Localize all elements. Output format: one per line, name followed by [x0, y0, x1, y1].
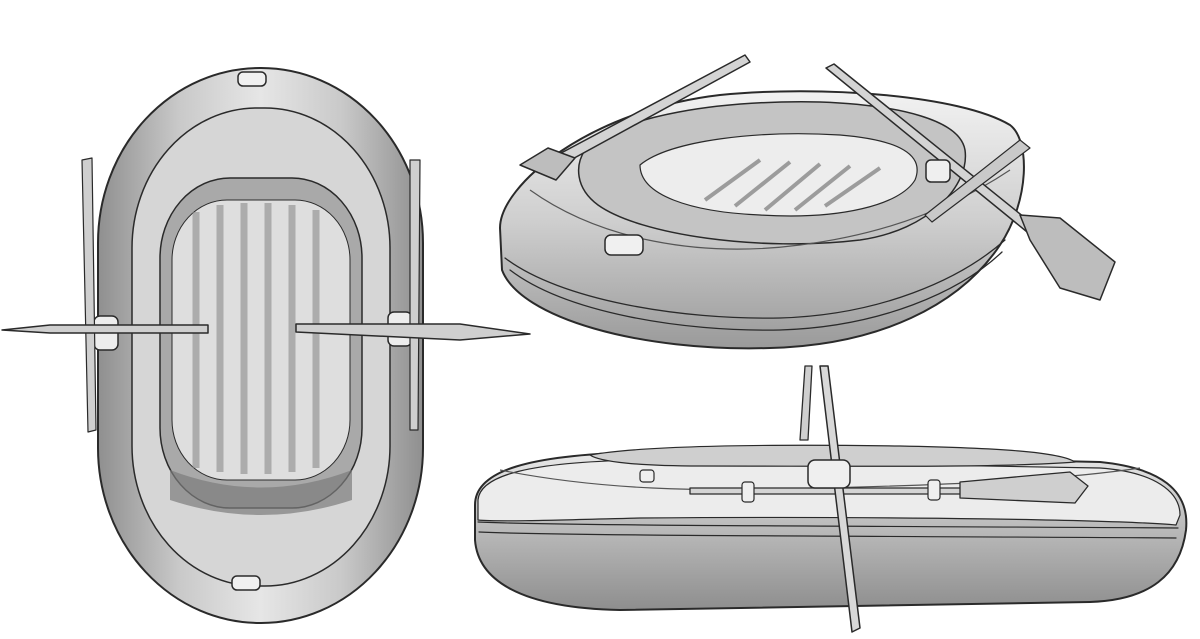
- three-quarter-bow-handle: [604, 234, 644, 256]
- side-view-boat: [474, 365, 1188, 633]
- side-view-oar-vertical-front: [819, 365, 861, 633]
- side-view-clip-3: [927, 479, 941, 501]
- side-view-seam-2: [478, 531, 1177, 539]
- three-quarter-oar-left-blade: [519, 147, 576, 181]
- side-view-oar-blade: [959, 471, 1089, 504]
- top-view-oar-left: [1, 324, 209, 334]
- side-view-clip-1: [639, 469, 655, 483]
- three-quarter-seam-1: [504, 239, 1006, 319]
- three-quarter-floor-slats: [703, 158, 882, 212]
- top-view-boat: [1, 67, 531, 624]
- top-view-stowed-oar-left: [81, 157, 97, 433]
- side-view-oar-horizontal: [689, 487, 966, 495]
- three-quarter-stowed-oar: [924, 139, 1031, 223]
- side-view-clip-2: [741, 481, 755, 503]
- side-view-oar-vertical-back: [799, 365, 813, 441]
- top-view-stowed-oar-right: [409, 159, 421, 431]
- top-view-oar-right: [295, 323, 531, 341]
- top-view-stern-shade: [170, 470, 352, 515]
- three-quarter-seam-2: [509, 251, 1003, 331]
- top-view-bow-handle: [237, 71, 267, 87]
- side-view-oarlock: [807, 459, 851, 489]
- three-quarter-oarlock: [925, 159, 951, 183]
- top-view-stern-handle: [231, 575, 261, 591]
- side-view-seam-1: [477, 521, 1179, 529]
- top-view-floor-slats: [192, 203, 320, 474]
- three-quarter-view-boat: [499, 54, 1116, 350]
- three-quarter-oar-right-blade: [1019, 214, 1116, 301]
